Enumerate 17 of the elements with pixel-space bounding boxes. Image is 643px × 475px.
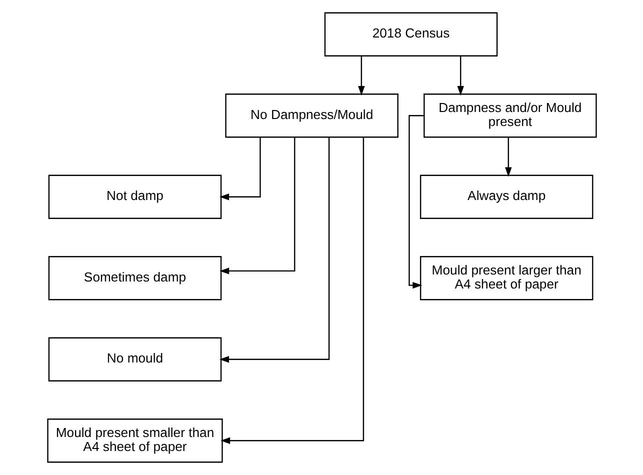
arrow (218, 137, 260, 200)
arrow (218, 137, 330, 363)
node-box: Sometimes damp (48, 256, 222, 300)
node-box: Not damp (48, 174, 222, 219)
node-box: Mould present larger than A4 sheet of paper (419, 256, 593, 300)
arrow (408, 115, 424, 289)
node-box: Mould present smaller than A4 sheet of paper (46, 418, 222, 463)
node-box: 2018 Census (324, 12, 498, 56)
arrow (504, 137, 512, 177)
node-box: Dampness and/or Mould present (423, 94, 596, 138)
node-box: No mould (48, 337, 222, 382)
arrow (456, 56, 464, 96)
node-box: No Dampness/Mould (224, 94, 398, 138)
arrow (358, 56, 364, 96)
node-box: Always damp (419, 174, 593, 219)
arrow (219, 137, 295, 274)
arrow (220, 137, 364, 444)
